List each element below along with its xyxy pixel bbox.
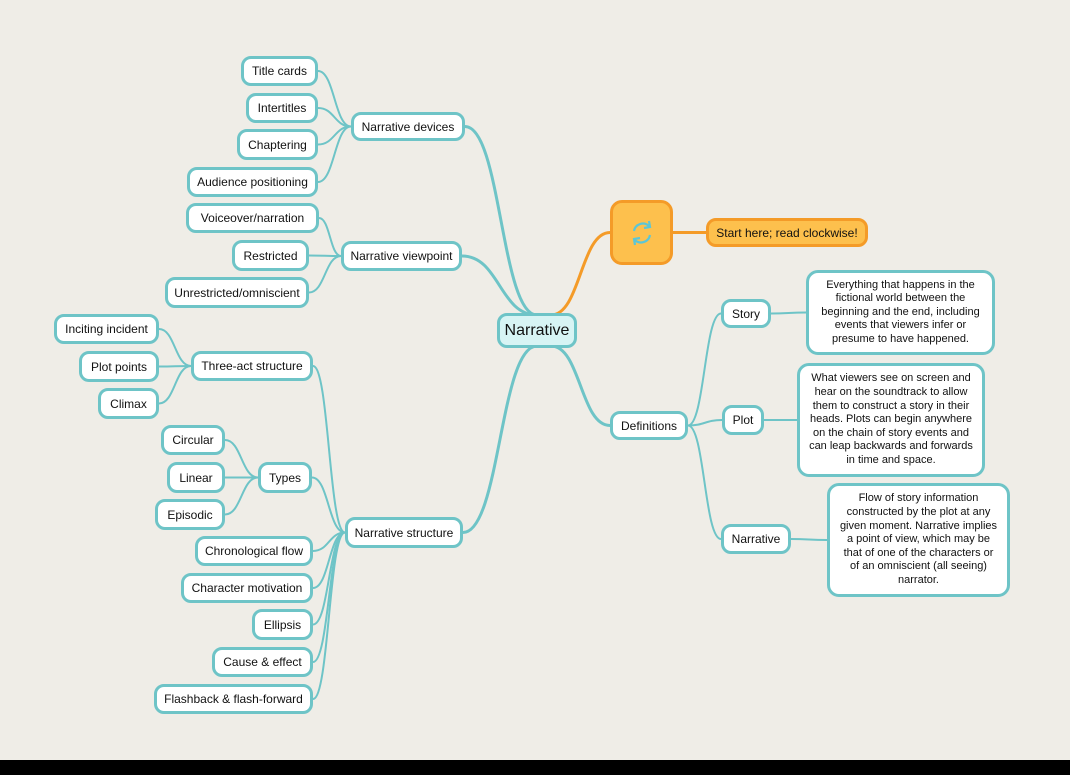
connector-narrative-devices-node xyxy=(463,125,539,317)
unrestricted-omniscient-node[interactable]: Unrestricted/omniscient xyxy=(165,277,309,308)
connector-definitions-node xyxy=(549,344,612,427)
title-cards-label: Title cards xyxy=(252,64,307,78)
story-node[interactable]: Story xyxy=(721,299,771,328)
refresh-cycle-icon xyxy=(632,220,651,245)
start-node[interactable] xyxy=(610,200,673,265)
character-motivation-node[interactable]: Character motivation xyxy=(181,573,313,603)
connector-three-act-structure-node xyxy=(312,365,346,534)
narrative-devices-label: Narrative devices xyxy=(361,119,455,134)
character-motivation-label: Character motivation xyxy=(191,581,303,595)
root-node[interactable]: Narrative xyxy=(497,313,577,348)
types-label: Types xyxy=(268,470,301,485)
circular-node[interactable]: Circular xyxy=(161,425,225,455)
connector-cause-effect-node xyxy=(312,531,346,663)
cause-effect-label: Cause & effect xyxy=(223,655,302,669)
narrative-structure-label: Narrative structure xyxy=(354,525,454,540)
flashback-flash-forward-node[interactable]: Flashback & flash-forward xyxy=(154,684,313,714)
climax-node[interactable]: Climax xyxy=(98,388,159,419)
narrative-structure-node[interactable]: Narrative structure xyxy=(345,517,463,548)
inciting-incident-node[interactable]: Inciting incident xyxy=(54,314,159,344)
narrative-devices-node[interactable]: Narrative devices xyxy=(351,112,465,141)
flashback-flash-forward-label: Flashback & flash-forward xyxy=(164,692,303,706)
restricted-label: Restricted xyxy=(243,248,298,263)
audience-positioning-node[interactable]: Audience positioning xyxy=(187,167,318,197)
three-act-structure-label: Three-act structure xyxy=(201,359,303,373)
story-note: Everything that happens in the fictional… xyxy=(806,270,995,355)
connector-narrative-def-node xyxy=(687,424,722,540)
ellipsis-node[interactable]: Ellipsis xyxy=(252,609,313,640)
chronological-flow-label: Chronological flow xyxy=(204,544,304,558)
connector-plot-node xyxy=(687,419,723,427)
title-cards-node[interactable]: Title cards xyxy=(241,56,318,86)
three-act-structure-node[interactable]: Three-act structure xyxy=(191,351,313,381)
connector-unrestricted-omniscient-node xyxy=(308,255,342,294)
intertitles-label: Intertitles xyxy=(257,101,307,115)
episodic-label: Episodic xyxy=(167,507,213,522)
connector-voiceover-narration-node xyxy=(318,217,342,257)
restricted-node[interactable]: Restricted xyxy=(232,240,309,271)
connector-restricted-node xyxy=(308,254,342,257)
plot-note-text: What viewers see on screen and hear on t… xyxy=(809,372,973,466)
voiceover-narration-label: Voiceover/narration xyxy=(200,211,305,225)
inciting-incident-label: Inciting incident xyxy=(65,322,148,336)
chaptering-node[interactable]: Chaptering xyxy=(237,129,318,160)
connector-circular-node xyxy=(224,439,259,479)
start-hint-node[interactable]: Start here; read clockwise! xyxy=(706,218,868,247)
connector-start-node xyxy=(549,231,612,317)
narrative-note: Flow of story information constructed by… xyxy=(827,483,1010,597)
plot-note: What viewers see on screen and hear on t… xyxy=(797,363,985,477)
chaptering-label: Chaptering xyxy=(248,137,307,152)
connector-climax-node xyxy=(158,365,192,405)
narrative-def-node[interactable]: Narrative xyxy=(721,524,791,554)
chronological-flow-node[interactable]: Chronological flow xyxy=(195,536,313,566)
connector-narrative-note xyxy=(790,538,828,541)
plot-points-node[interactable]: Plot points xyxy=(79,351,159,382)
ellipsis-label: Ellipsis xyxy=(263,617,302,632)
story-label: Story xyxy=(731,306,760,321)
plot-points-label: Plot points xyxy=(90,359,148,374)
plot-node[interactable]: Plot xyxy=(722,405,764,435)
narrative-def-label: Narrative xyxy=(731,532,781,546)
connector-audience-positioning-node xyxy=(317,125,352,183)
narrative-viewpoint-node[interactable]: Narrative viewpoint xyxy=(341,241,462,271)
connector-episodic-node xyxy=(224,476,259,516)
linear-label: Linear xyxy=(179,470,213,485)
story-note-text: Everything that happens in the fictional… xyxy=(821,278,980,345)
root-label: Narrative xyxy=(504,321,570,339)
intertitles-node[interactable]: Intertitles xyxy=(246,93,318,123)
circular-label: Circular xyxy=(172,433,214,447)
connector-story-node xyxy=(687,312,722,427)
voiceover-narration-node[interactable]: Voiceover/narration xyxy=(186,203,319,233)
start-hint-label: Start here; read clockwise! xyxy=(716,225,858,240)
climax-label: Climax xyxy=(110,396,147,411)
definitions-node[interactable]: Definitions xyxy=(610,411,688,440)
connector-flashback-flash-forward-node xyxy=(312,531,346,700)
narrative-viewpoint-label: Narrative viewpoint xyxy=(350,249,453,263)
connector-types-node xyxy=(311,476,346,534)
types-node[interactable]: Types xyxy=(258,462,312,493)
cause-effect-node[interactable]: Cause & effect xyxy=(212,647,313,677)
definitions-label: Definitions xyxy=(620,418,678,433)
unrestricted-omniscient-label: Unrestricted/omniscient xyxy=(174,285,300,300)
connector-narrative-structure-node xyxy=(461,344,539,534)
connector-narrative-viewpoint-node xyxy=(460,254,539,317)
connector-story-note xyxy=(770,311,807,315)
connector-inciting-incident-node xyxy=(158,328,192,367)
audience-positioning-label: Audience positioning xyxy=(197,175,308,189)
narrative-note-text: Flow of story information constructed by… xyxy=(839,492,998,586)
linear-node[interactable]: Linear xyxy=(167,462,225,493)
episodic-node[interactable]: Episodic xyxy=(155,499,225,530)
plot-label: Plot xyxy=(732,413,754,427)
